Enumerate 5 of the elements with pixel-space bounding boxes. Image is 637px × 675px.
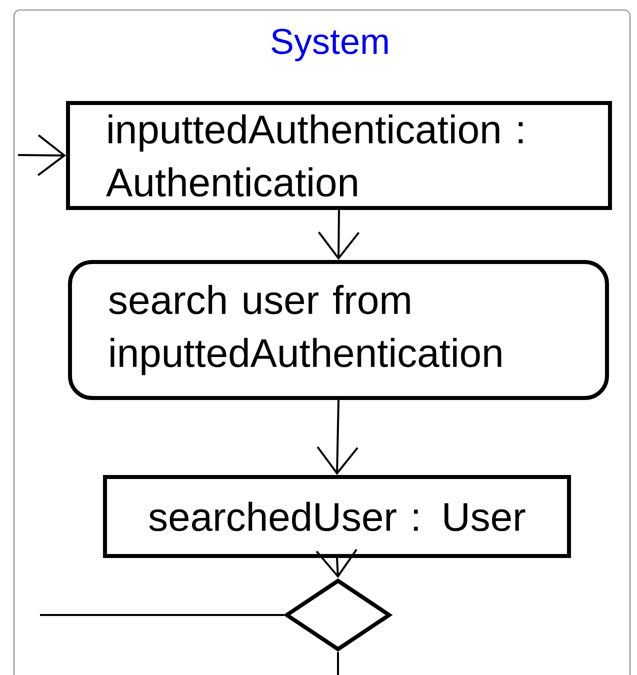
object-box: inputtedAuthentication : Authentication — [66, 101, 612, 210]
connector-line — [40, 614, 284, 616]
connector-line — [337, 652, 339, 675]
object-box: searchedUser : User — [103, 475, 571, 558]
action-box: search user from inputtedAuthentication — [68, 260, 609, 400]
